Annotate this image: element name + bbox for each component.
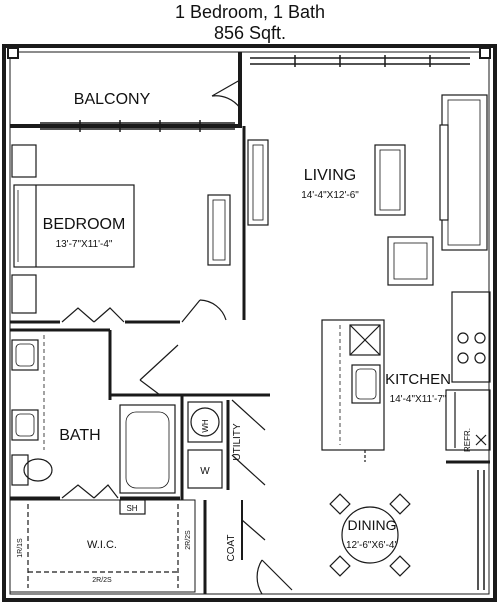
vanity-sink-1 — [11, 339, 39, 371]
wic-shelf-right-label: 2R/2S — [185, 530, 192, 550]
bath-door — [139, 344, 179, 396]
bathtub — [119, 404, 176, 494]
wic-area — [9, 499, 196, 593]
washer — [187, 449, 223, 489]
cooktop — [451, 291, 491, 383]
plan-sqft: 856 Sqft. — [213, 23, 287, 43]
dining-chair-3 — [329, 555, 351, 577]
wic-shelf-left-label: 1R/1S — [17, 538, 24, 558]
bedroom-closet-doors — [61, 307, 125, 323]
kitchen-sink — [351, 364, 381, 404]
plan-title: 1 Bedroom, 1 Bath — [174, 2, 326, 22]
water-heater — [187, 401, 223, 443]
corner-column-tl — [7, 47, 19, 59]
nightstand-top — [11, 144, 37, 178]
corner-column-tr — [479, 47, 491, 59]
bed — [13, 184, 135, 268]
shower-shelf-label: SH — [126, 504, 137, 513]
tv-console — [247, 139, 269, 226]
coat-label: COAT — [226, 534, 237, 561]
wic-label: W.I.C. — [87, 539, 117, 551]
living-window — [250, 55, 470, 67]
coat-closet-door — [241, 519, 266, 541]
vanity-sink-2 — [11, 409, 39, 441]
plan-header: 1 Bedroom, 1 Bath 856 Sqft. — [0, 0, 500, 44]
kitchen-dims: 14'-4"X11'-7" — [390, 394, 447, 405]
dining-chair-2 — [389, 493, 411, 515]
bedroom-window — [40, 120, 235, 132]
toilet-bowl — [23, 458, 53, 482]
outer-wall — [2, 44, 497, 602]
refrigerator — [445, 389, 491, 451]
kitchen-island — [321, 319, 385, 451]
utility-doors — [231, 399, 266, 486]
balcony-door — [211, 79, 241, 109]
bath-label: BATH — [59, 427, 100, 444]
dining-dims: 12'-6"X6'-4" — [346, 540, 399, 551]
dresser — [207, 194, 231, 266]
refrigerator-label: REFR. — [463, 428, 472, 452]
outer-wall-inner-line — [9, 51, 490, 595]
range-hood — [349, 324, 381, 356]
utility-label: UTILITY — [232, 423, 243, 461]
wic-shelf-bottom-label: 2R/2S — [92, 577, 112, 584]
living-label: LIVING — [304, 167, 356, 184]
bedroom-door — [181, 299, 227, 323]
wic-door — [61, 484, 119, 499]
dining-label: DINING — [348, 517, 397, 533]
water-heater-label: WH — [201, 419, 210, 433]
bedroom-label: BEDROOM — [43, 216, 126, 233]
entry-door — [256, 559, 293, 595]
dining-chair-1 — [329, 493, 351, 515]
living-dims: 14'-4"X12'-6" — [301, 190, 359, 201]
washer-label: W — [200, 466, 210, 477]
kitchen-label: KITCHEN — [385, 371, 451, 388]
balcony-label: BALCONY — [74, 91, 151, 108]
bedroom-dims: 13'-7"X11'-4" — [56, 239, 113, 250]
armchair — [387, 236, 434, 286]
toilet-tank — [11, 454, 29, 486]
dining-window — [477, 470, 485, 590]
coffee-table — [374, 144, 406, 216]
dining-chair-4 — [389, 555, 411, 577]
dining-table — [341, 506, 399, 564]
nightstand-bottom — [11, 274, 37, 314]
